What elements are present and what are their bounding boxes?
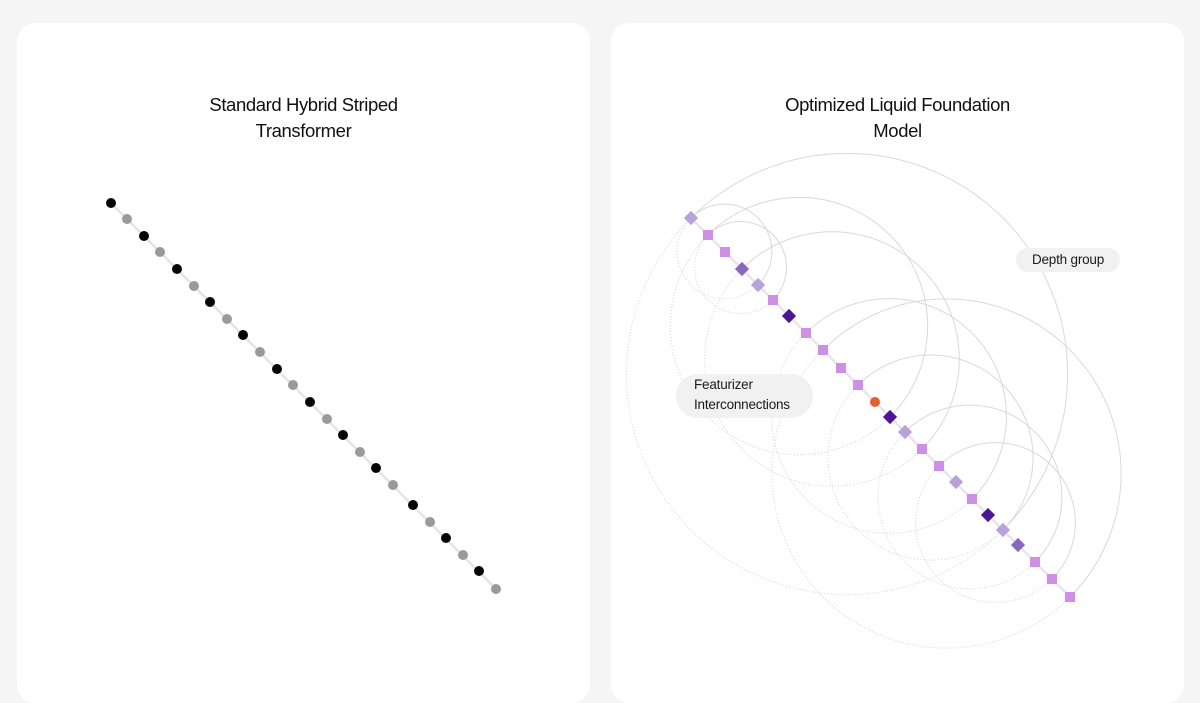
depth-group-arc: [741, 231, 960, 450]
square-layer-node: [818, 345, 828, 355]
square-layer-node: [720, 247, 730, 257]
standard-hybrid-card: Standard Hybrid Striped Transformer: [17, 23, 590, 703]
depth-group-arc: [690, 152, 1069, 531]
connector-line: [690, 217, 1071, 598]
connector-line: [110, 202, 497, 590]
square-layer-node: [1030, 557, 1040, 567]
square-layer-node: [934, 461, 944, 471]
featurizer-interconnections-label: Featurizer Interconnections: [676, 374, 813, 418]
conv-layer-node: [491, 584, 501, 594]
attention-layer-node: [272, 364, 282, 374]
diamond-layer-node: [980, 507, 996, 523]
conv-layer-node: [425, 517, 435, 527]
depth-group-arc: [938, 442, 1076, 580]
diamond-layer-node: [882, 409, 898, 425]
conv-layer-node: [155, 247, 165, 257]
liquid-foundation-card: Optimized Liquid Foundation Model Featur…: [611, 23, 1184, 703]
attention-layer-node: [205, 297, 215, 307]
attention-layer-node: [441, 533, 451, 543]
depth-group-arc: [690, 203, 773, 286]
square-layer-node: [853, 380, 863, 390]
featurizer-interconnection-arc: [704, 268, 923, 487]
attention-layer-node: [139, 231, 149, 241]
square-layer-node: [836, 363, 846, 373]
featurizer-interconnection-arc: [625, 217, 1004, 596]
conv-layer-node: [322, 414, 332, 424]
card-title: Standard Hybrid Striped Transformer: [17, 92, 590, 144]
diamond-layer-node: [750, 277, 766, 293]
depth-group-arc: [857, 354, 1034, 531]
square-layer-node: [801, 328, 811, 338]
depth-group-label: Depth group: [1016, 248, 1120, 272]
attention-layer-node: [474, 566, 484, 576]
attention-layer-node: [408, 500, 418, 510]
label-line-1: Featurizer: [694, 377, 753, 392]
attention-layer-node: [371, 463, 381, 473]
depth-group-arc: [805, 298, 1007, 500]
depth-group-arc: [707, 221, 787, 301]
diamond-layer-node: [781, 308, 797, 324]
diamond-layer-node: [995, 522, 1011, 538]
attention-layer-node: [238, 330, 248, 340]
conv-layer-node: [388, 480, 398, 490]
square-layer-node: [967, 494, 977, 504]
conv-layer-node: [189, 281, 199, 291]
striped-layer-diagram: [106, 198, 501, 594]
label-line-2: Interconnections: [694, 397, 790, 412]
card-title: Optimized Liquid Foundation Model: [611, 92, 1184, 144]
conv-layer-node: [222, 314, 232, 324]
featurizer-interconnection-arc: [827, 384, 1004, 561]
diamond-layer-node: [897, 424, 913, 440]
conv-layer-node: [255, 347, 265, 357]
featurizer-interconnection-arc: [694, 234, 774, 314]
depth-group-arc: [904, 404, 1063, 563]
square-layer-node: [1065, 592, 1075, 602]
attention-layer-node: [172, 264, 182, 274]
title-line-2: Transformer: [255, 120, 352, 141]
diamond-layer-node: [948, 474, 964, 490]
title-line-1: Standard Hybrid Striped: [209, 94, 398, 115]
attention-layer-node: [305, 397, 315, 407]
square-layer-node: [703, 230, 713, 240]
conv-layer-node: [288, 380, 298, 390]
featurizer-interconnection-arc: [669, 234, 891, 456]
square-layer-node: [1047, 574, 1057, 584]
featurizer-interconnection-arc: [771, 332, 973, 534]
title-line-2: Model: [873, 120, 922, 141]
featurizer-interconnection-arc: [771, 349, 1071, 649]
featurizer-interconnection-arc: [877, 431, 1036, 590]
featurizer-interconnection-arc: [676, 217, 759, 300]
square-layer-node: [917, 444, 927, 454]
diamond-layer-node: [734, 261, 750, 277]
liquid-layer-diagram: [625, 152, 1122, 649]
featurizer-node: [870, 397, 880, 407]
diamond-layer-node: [1010, 537, 1026, 553]
square-layer-node: [768, 295, 778, 305]
title-line-1: Optimized Liquid Foundation: [785, 94, 1010, 115]
attention-layer-node: [338, 430, 348, 440]
conv-layer-node: [355, 447, 365, 457]
depth-group-arc: [822, 298, 1122, 598]
conv-layer-node: [458, 550, 468, 560]
diamond-layer-node: [683, 210, 699, 226]
conv-layer-node: [122, 214, 132, 224]
depth-group-arc: [707, 196, 929, 418]
featurizer-interconnection-arc: [915, 465, 1053, 603]
attention-layer-node: [106, 198, 116, 208]
